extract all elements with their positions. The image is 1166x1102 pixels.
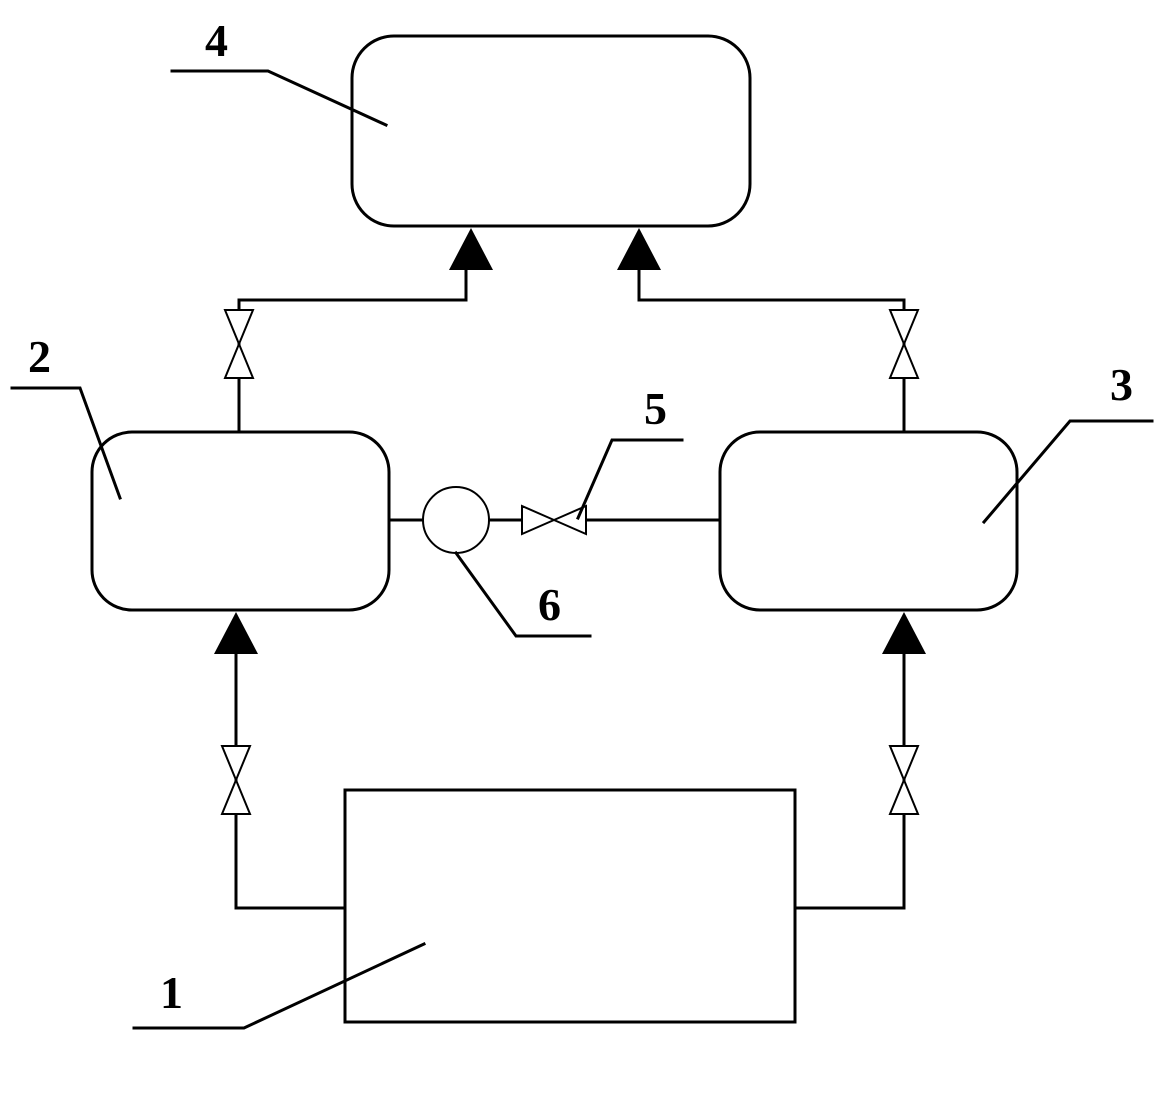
pump-6	[422, 486, 490, 554]
pipe-3-to-4	[637, 266, 906, 434]
pipe-2-to-4	[237, 266, 468, 434]
valve-5	[521, 504, 587, 536]
leader-line-3	[981, 419, 1154, 525]
flow-arrow-3-into-4	[617, 228, 661, 270]
component-1-unit	[343, 788, 797, 1024]
flow-arrow-into-3	[882, 612, 926, 654]
valve-right-upper	[888, 309, 920, 379]
label-1: 1	[160, 967, 183, 1018]
label-3: 3	[1110, 359, 1133, 410]
valve-left-upper	[223, 309, 255, 379]
leader-line-1	[132, 942, 426, 1030]
leader-line-4	[170, 69, 388, 127]
label-6: 6	[538, 579, 561, 630]
component-4-vessel	[350, 34, 752, 228]
valve-right-lower	[888, 745, 920, 815]
component-2-vessel	[90, 430, 391, 612]
flow-arrow-2-into-4	[449, 228, 493, 270]
valve-left-lower	[220, 745, 252, 815]
label-5: 5	[644, 383, 667, 434]
component-3-vessel	[718, 430, 1019, 612]
leader-line-2	[10, 386, 122, 500]
flow-arrow-into-2	[214, 612, 258, 654]
label-4: 4	[205, 15, 228, 66]
label-2: 2	[28, 331, 51, 382]
leader-line-6	[453, 550, 592, 638]
leader-line-5	[576, 438, 684, 520]
pipe-1-to-3	[793, 648, 906, 910]
pipe-1-to-2	[234, 648, 347, 910]
